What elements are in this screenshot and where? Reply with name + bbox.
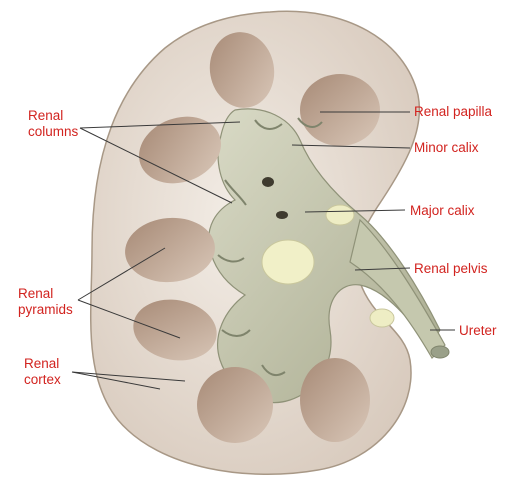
ureter-opening bbox=[431, 346, 449, 358]
renal-pyramid bbox=[300, 74, 380, 146]
label-major-calix: Major calix bbox=[410, 203, 475, 219]
sinus-fat bbox=[326, 205, 354, 225]
calix-opening bbox=[276, 211, 288, 219]
label-renal-columns: Renal columns bbox=[28, 108, 78, 140]
label-minor-calix: Minor calix bbox=[414, 140, 479, 156]
renal-pyramid bbox=[197, 367, 273, 443]
renal-pyramid bbox=[300, 358, 370, 442]
label-renal-pyramids: Renal pyramids bbox=[18, 286, 73, 318]
sinus-fat bbox=[262, 240, 314, 284]
label-renal-pelvis: Renal pelvis bbox=[414, 261, 488, 277]
sinus-fat bbox=[370, 309, 394, 327]
label-renal-cortex: Renal cortex bbox=[24, 356, 61, 388]
label-renal-papilla: Renal papilla bbox=[414, 104, 492, 120]
calix-opening bbox=[262, 177, 274, 187]
label-ureter: Ureter bbox=[459, 323, 497, 339]
